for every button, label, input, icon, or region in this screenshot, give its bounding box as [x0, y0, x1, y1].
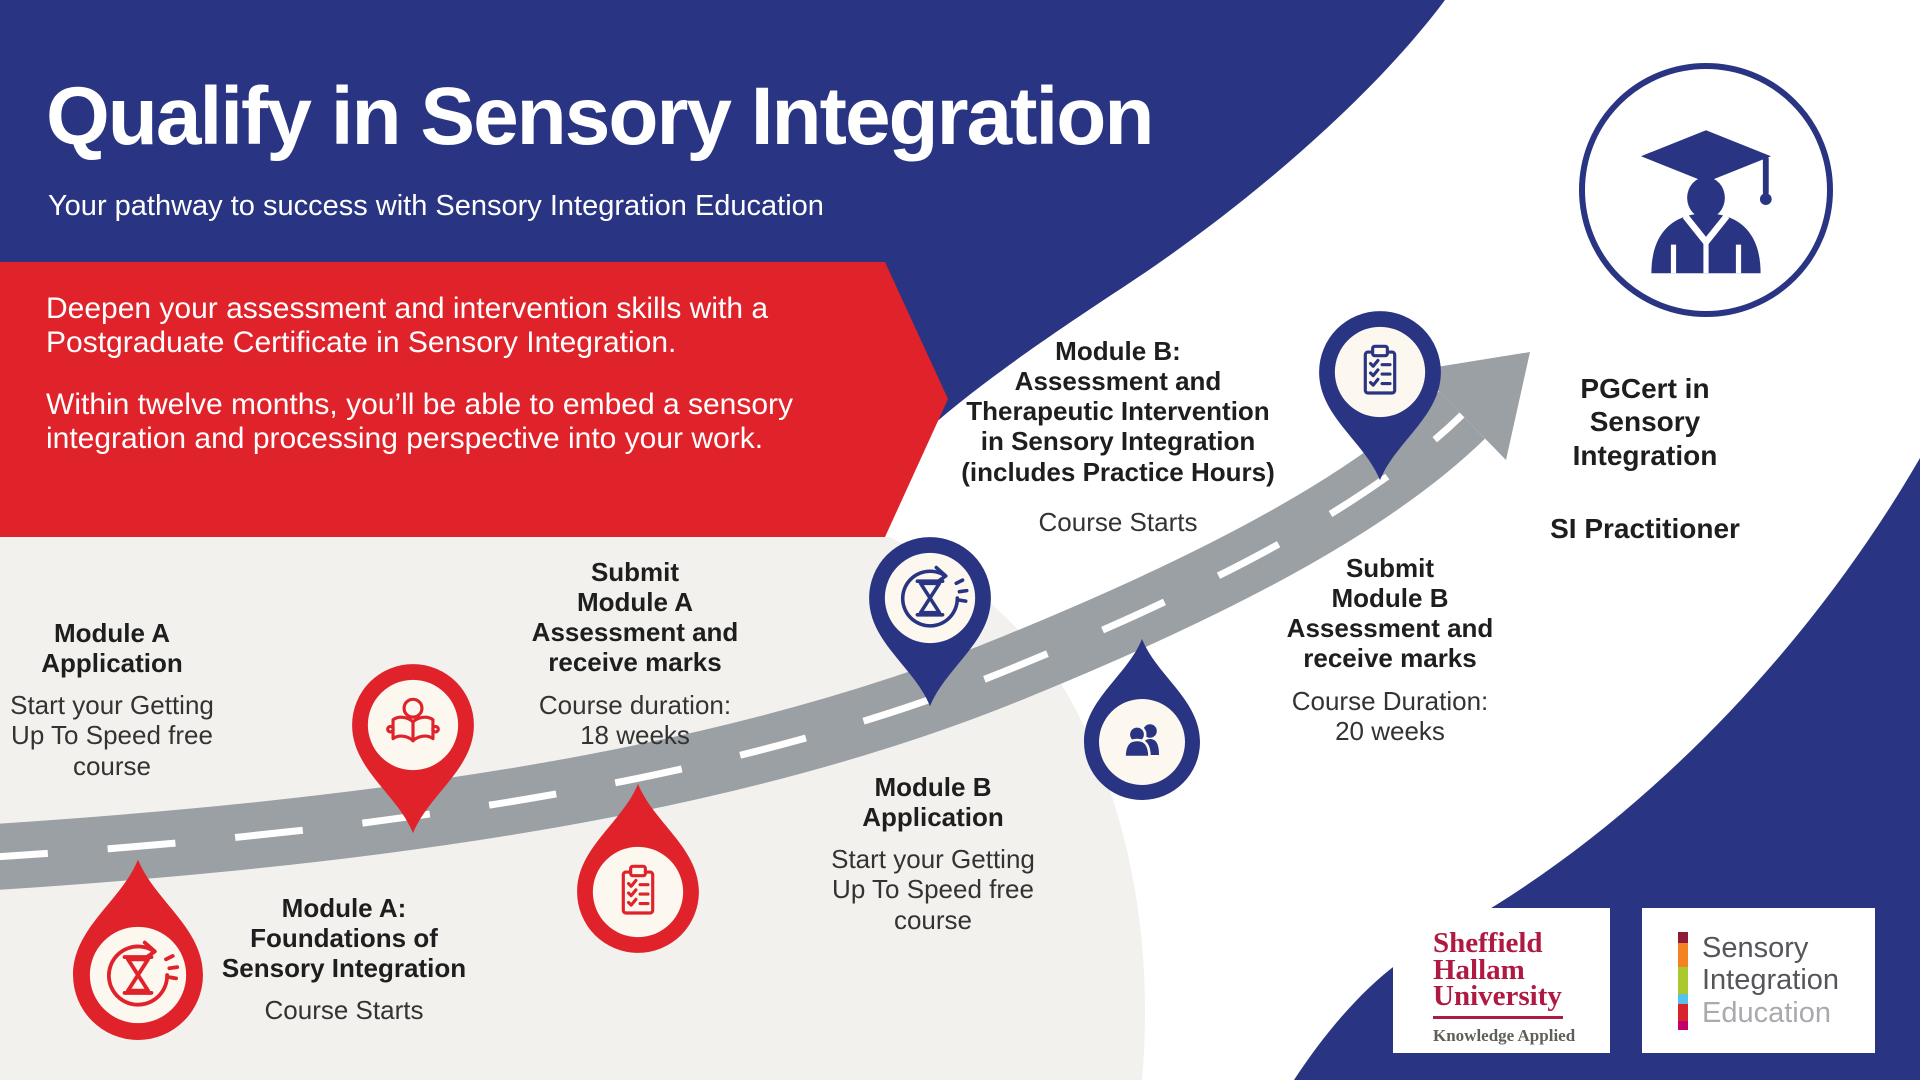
milestone-title: Submit Module B Assessment and receive m… [1286, 553, 1494, 674]
shu-logo-line: Hallam [1433, 953, 1525, 986]
sheffield-hallam-university-logo: Sheffield Hallam University Knowledge Ap… [1393, 908, 1610, 1053]
pin-module-a-application [73, 859, 203, 1040]
milestone-module-a-course-start: Module A: Foundations of Sensory Integra… [214, 893, 474, 1026]
milestone-description: Course Starts [264, 995, 424, 1026]
road-center-dashes [0, 412, 1465, 861]
road-arrowhead [1418, 352, 1530, 460]
milestone-description: Start your Getting Up To Speed free cour… [10, 690, 214, 781]
milestone-title: Submit Module A Assessment and receive m… [531, 557, 739, 678]
outcome-practitioner: SI Practitioner [1550, 512, 1740, 544]
milestone-title: Module A: Foundations of Sensory Integra… [221, 893, 467, 984]
milestone-title: Module A Application [41, 618, 183, 679]
milestone-module-a-application: Module A Application Start your Getting … [0, 618, 237, 781]
sie-logo-line: Integration [1702, 964, 1840, 997]
milestone-description: Course Duration: 20 weeks [1291, 685, 1489, 746]
milestone-description: Course Starts [1038, 506, 1198, 537]
pin-module-b-application [869, 537, 991, 707]
shu-logo-line: Sheffield [1433, 927, 1543, 959]
intro-banner-text: Deepen your assessment and intervention … [46, 292, 856, 455]
people-icon [1123, 722, 1161, 759]
page-subtitle: Your pathway to success with Sensory Int… [48, 190, 824, 222]
milestone-module-b-application: Module B Application Start your Getting … [808, 772, 1058, 935]
sie-logo-color-bar [1678, 932, 1688, 1030]
shu-logo-tagline: Knowledge Applied [1433, 1026, 1576, 1046]
shu-logo-line: University [1433, 980, 1562, 1013]
milestone-module-b-course-start: Module B: Assessment and Therapeutic Int… [938, 336, 1298, 537]
intro-paragraph-2: Within twelve months, you’ll be able to … [46, 388, 794, 455]
shu-logo-underline [1433, 1016, 1563, 1020]
pathway-road [0, 352, 1530, 890]
milestone-title: Module B: Assessment and Therapeutic Int… [961, 336, 1275, 487]
pin-module-a-course-start [352, 664, 474, 834]
intro-paragraph-1: Deepen your assessment and intervention … [46, 292, 769, 359]
sie-logo-line: Education [1702, 996, 1831, 1029]
milestone-submit-module-b: Submit Module B Assessment and receive m… [1270, 553, 1510, 746]
outcome-block: PGCert in Sensory Integration SI Practit… [1505, 372, 1785, 545]
sensory-integration-education-logo: Sensory Integration Education [1642, 908, 1875, 1053]
pin-submit-module-b [1319, 311, 1441, 481]
graduation-badge [1579, 63, 1833, 317]
milestone-submit-module-a: Submit Module A Assessment and receive m… [515, 557, 755, 750]
milestone-title: Module B Application [862, 772, 1004, 833]
pin-submit-module-a [577, 783, 699, 953]
milestone-description: Start your Getting Up To Speed free cour… [831, 844, 1035, 935]
intro-banner-arrow [0, 262, 948, 537]
milestone-description: Course duration: 18 weeks [538, 689, 732, 750]
pin-module-b-course-start [1084, 639, 1200, 800]
sie-logo-line: Sensory [1702, 932, 1809, 964]
outcome-qualification: PGCert in Sensory Integration [1572, 373, 1718, 471]
page-title: Qualify in Sensory Integration [46, 71, 1154, 162]
